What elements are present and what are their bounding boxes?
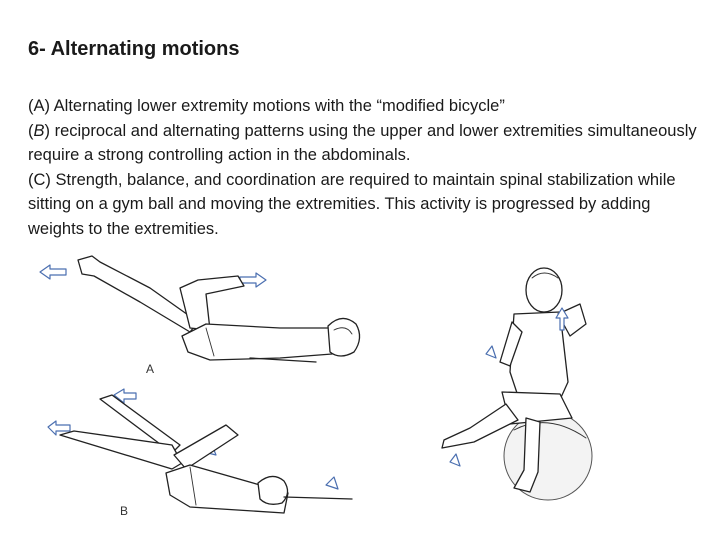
paragraph-b-letter: B — [33, 121, 45, 140]
arrow-left-small-icon — [47, 420, 71, 436]
arrow-up-left-icon — [113, 388, 137, 404]
paragraph-a-text: Alternating lower extremity motions with… — [53, 97, 505, 115]
slide-title: 6- Alternating motions — [28, 38, 240, 60]
figure-a-label: A — [146, 362, 155, 376]
arrow-down-right-icon — [325, 476, 339, 490]
arrow-down-left-icon — [485, 345, 497, 359]
figure-c-illustration — [441, 267, 593, 501]
paragraph-a-prefix: (A) — [28, 97, 54, 115]
arrow-up-down-icon — [449, 453, 461, 467]
paragraph-b: (B) reciprocal and alternating patterns … — [28, 119, 718, 168]
paragraph-c: (C) Strength, balance, and coordination … — [28, 168, 688, 242]
paragraph-b-prefix: ( — [28, 121, 34, 140]
arrow-left-icon — [39, 264, 67, 280]
paragraph-c-text: Strength, balance, and coordination are … — [28, 170, 676, 238]
body-text: (A) Alternating lower extremity motions … — [28, 94, 718, 241]
figure-b-illustration — [47, 388, 353, 514]
figure-a-illustration — [39, 255, 361, 363]
arrow-up-icon — [555, 307, 569, 331]
paragraph-a: (A) Alternating lower extremity motions … — [28, 94, 718, 119]
figure-b-label: B — [120, 504, 129, 518]
paragraph-b-text: ) reciprocal and alternating patterns us… — [28, 121, 697, 165]
paragraph-c-prefix: (C) — [28, 170, 56, 189]
